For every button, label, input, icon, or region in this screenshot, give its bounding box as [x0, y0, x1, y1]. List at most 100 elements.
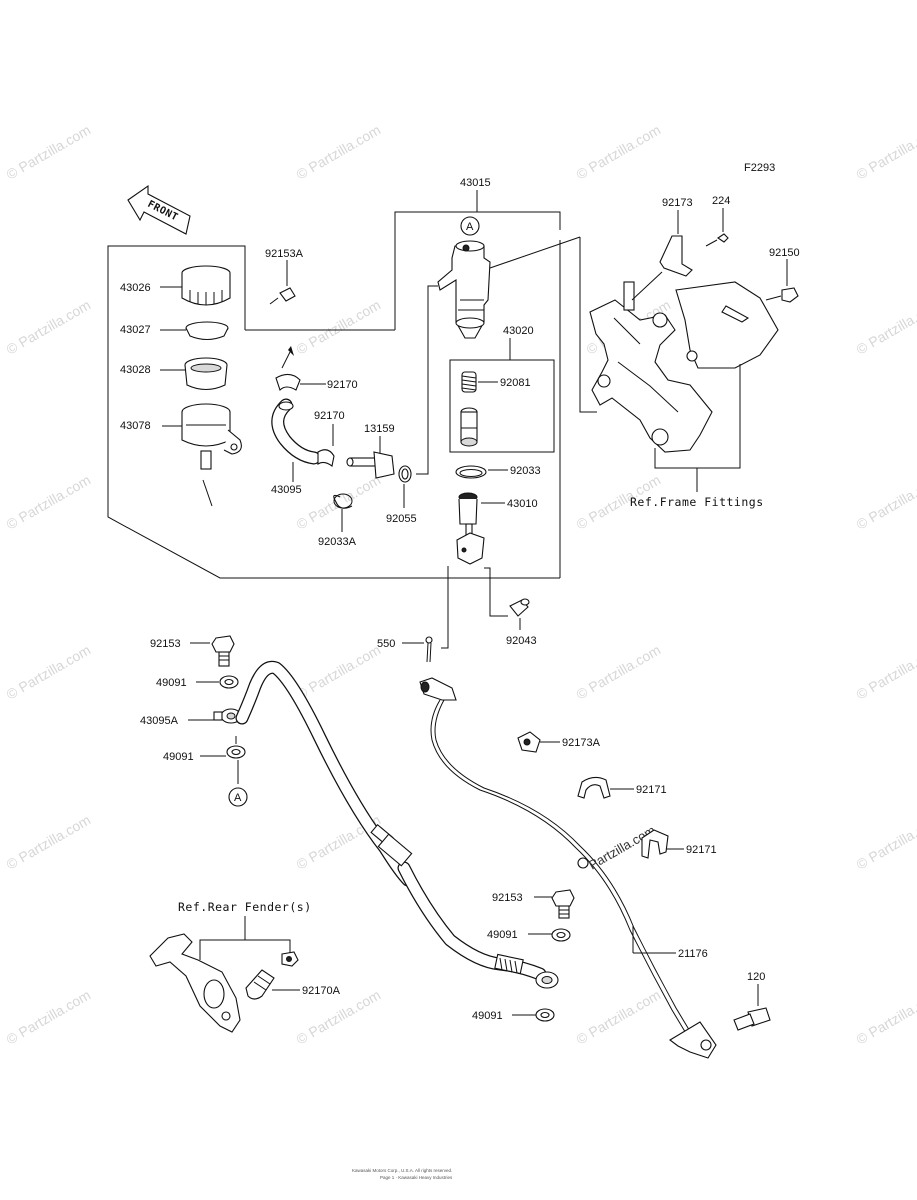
master-cylinder-body: A — [437, 216, 491, 339]
part-label-49091-d: 49091 — [472, 1010, 503, 1022]
hose-clamp-upper — [275, 346, 301, 392]
part-label-92170A: 92170A — [302, 985, 341, 997]
part-label-43027: 43027 — [120, 324, 151, 336]
part-label-92153-b: 92153 — [492, 892, 523, 904]
part-label-92173: 92173 — [662, 197, 693, 209]
part-label-49091-c: 49091 — [487, 929, 518, 941]
watermark: © Partzilla.com — [854, 472, 917, 533]
part-label-120: 120 — [747, 971, 765, 983]
piston — [460, 407, 478, 447]
part-label-49091-a: 49091 — [156, 677, 187, 689]
part-label-92043: 92043 — [506, 635, 537, 647]
part-label-43020: 43020 — [503, 325, 534, 337]
washer-49091-a — [219, 675, 239, 689]
part-label-92081: 92081 — [500, 377, 531, 389]
assembly-bracket-43015 — [394, 190, 561, 578]
clamp-92171-b — [641, 829, 669, 859]
part-label-92150: 92150 — [769, 247, 800, 259]
diaphragm — [184, 357, 228, 391]
circlip-92033A — [333, 493, 353, 509]
cable-21176 — [419, 677, 717, 1059]
watermark: © Partzilla.com — [574, 122, 664, 183]
rear-fender-bracket — [149, 933, 241, 1033]
watermark: © Partzilla.com — [4, 297, 94, 358]
pin-92043 — [509, 598, 530, 617]
part-label-43010: 43010 — [507, 498, 538, 510]
part-label-43015: 43015 — [460, 177, 491, 189]
part-label-13159: 13159 — [364, 423, 395, 435]
watermark: © Partzilla.com — [4, 987, 94, 1048]
washer-49091-d — [535, 1008, 555, 1022]
watermark: © Partzilla.com — [854, 642, 917, 703]
watermark: © Partzilla.com — [854, 812, 917, 873]
circlip-92033 — [455, 465, 487, 479]
watermark: © Partzilla.com — [294, 122, 384, 183]
watermark: © Partzilla.com — [4, 122, 94, 183]
watermark: © Partzilla.com — [4, 642, 94, 703]
part-label-92173A: 92173A — [562, 737, 601, 749]
o-ring-92055 — [398, 465, 412, 483]
part-label-21176: 21176 — [678, 948, 708, 960]
push-rod — [456, 492, 485, 565]
reservoir-hose — [271, 398, 321, 465]
clip-92170A — [245, 969, 275, 1000]
diagram-code: F2293 — [744, 162, 775, 174]
marker-a-bottom: A — [228, 787, 248, 807]
part-label-550: 550 — [377, 638, 395, 650]
screw-92153A — [269, 287, 296, 305]
part-label-43078: 43078 — [120, 420, 151, 432]
part-label-43095: 43095 — [271, 484, 302, 496]
watermark: © Partzilla.com — [294, 642, 384, 703]
watermark: © Partzilla.com — [854, 297, 917, 358]
bolt-120 — [733, 1007, 771, 1031]
washer-49091-b — [226, 745, 246, 759]
front-arrow-icon: FRONT — [127, 184, 191, 235]
copyright-line-2: Page 1 · Kawasaki Heavy Industries — [380, 1175, 453, 1180]
part-label-92170-a: 92170 — [327, 379, 358, 391]
part-label-92153-a: 92153 — [150, 638, 181, 650]
banjo-bolt-upper — [211, 635, 235, 667]
part-label-92171-b: 92171 — [686, 844, 717, 856]
bolt-92150 — [765, 287, 799, 303]
part-label-92055: 92055 — [386, 513, 417, 525]
watermark: © Partzilla.com — [854, 987, 917, 1048]
frame-bracket — [589, 281, 779, 453]
reservoir-frame — [107, 245, 560, 579]
clamp-92173A — [517, 731, 541, 753]
part-label-92153A: 92153A — [265, 248, 304, 260]
part-label-43028: 43028 — [120, 364, 151, 376]
part-label-43095A: 43095A — [140, 715, 179, 727]
banjo-bolt-lower — [551, 889, 575, 919]
ref-frame-fittings: Ref.Frame Fittings — [630, 495, 764, 509]
part-label-224: 224 — [712, 195, 730, 207]
brake-hose — [235, 660, 559, 989]
marker-a-bottom-label: A — [234, 792, 242, 804]
spring-92081 — [461, 371, 477, 393]
watermark: © Partzilla.com — [574, 987, 664, 1048]
part-label-92033: 92033 — [510, 465, 541, 477]
clamp-92171-a — [577, 776, 611, 799]
watermark: © Partzilla.com — [574, 642, 664, 703]
watermark: © Partzilla.com — [854, 122, 917, 183]
part-label-92171-a: 92171 — [636, 784, 667, 796]
hose-clamp-lower — [317, 449, 335, 467]
part-label-92033A: 92033A — [318, 536, 357, 548]
ref-rear-fender: Ref.Rear Fender(s) — [178, 900, 312, 914]
part-label-92170-b: 92170 — [314, 410, 345, 422]
watermark: © Partzilla.com — [4, 472, 94, 533]
reservoir-cap — [181, 265, 231, 306]
part-label-49091-b: 49091 — [163, 751, 194, 763]
clip-92173 — [659, 235, 693, 277]
bolt-224 — [705, 233, 729, 247]
reservoir-tank — [181, 403, 242, 470]
diaphragm-plate — [185, 321, 229, 341]
watermark: © Partzilla.com — [4, 812, 94, 873]
cotter-pin — [425, 636, 433, 663]
nut-rear-fender — [281, 951, 299, 967]
piston-kit-box — [449, 338, 555, 453]
washer-49091-c — [551, 928, 571, 942]
marker-a-top: A — [466, 221, 474, 233]
copyright-line-1: Kawasaki Motors Corp., U.S.A. All rights… — [352, 1168, 452, 1173]
part-label-43026: 43026 — [120, 282, 151, 294]
